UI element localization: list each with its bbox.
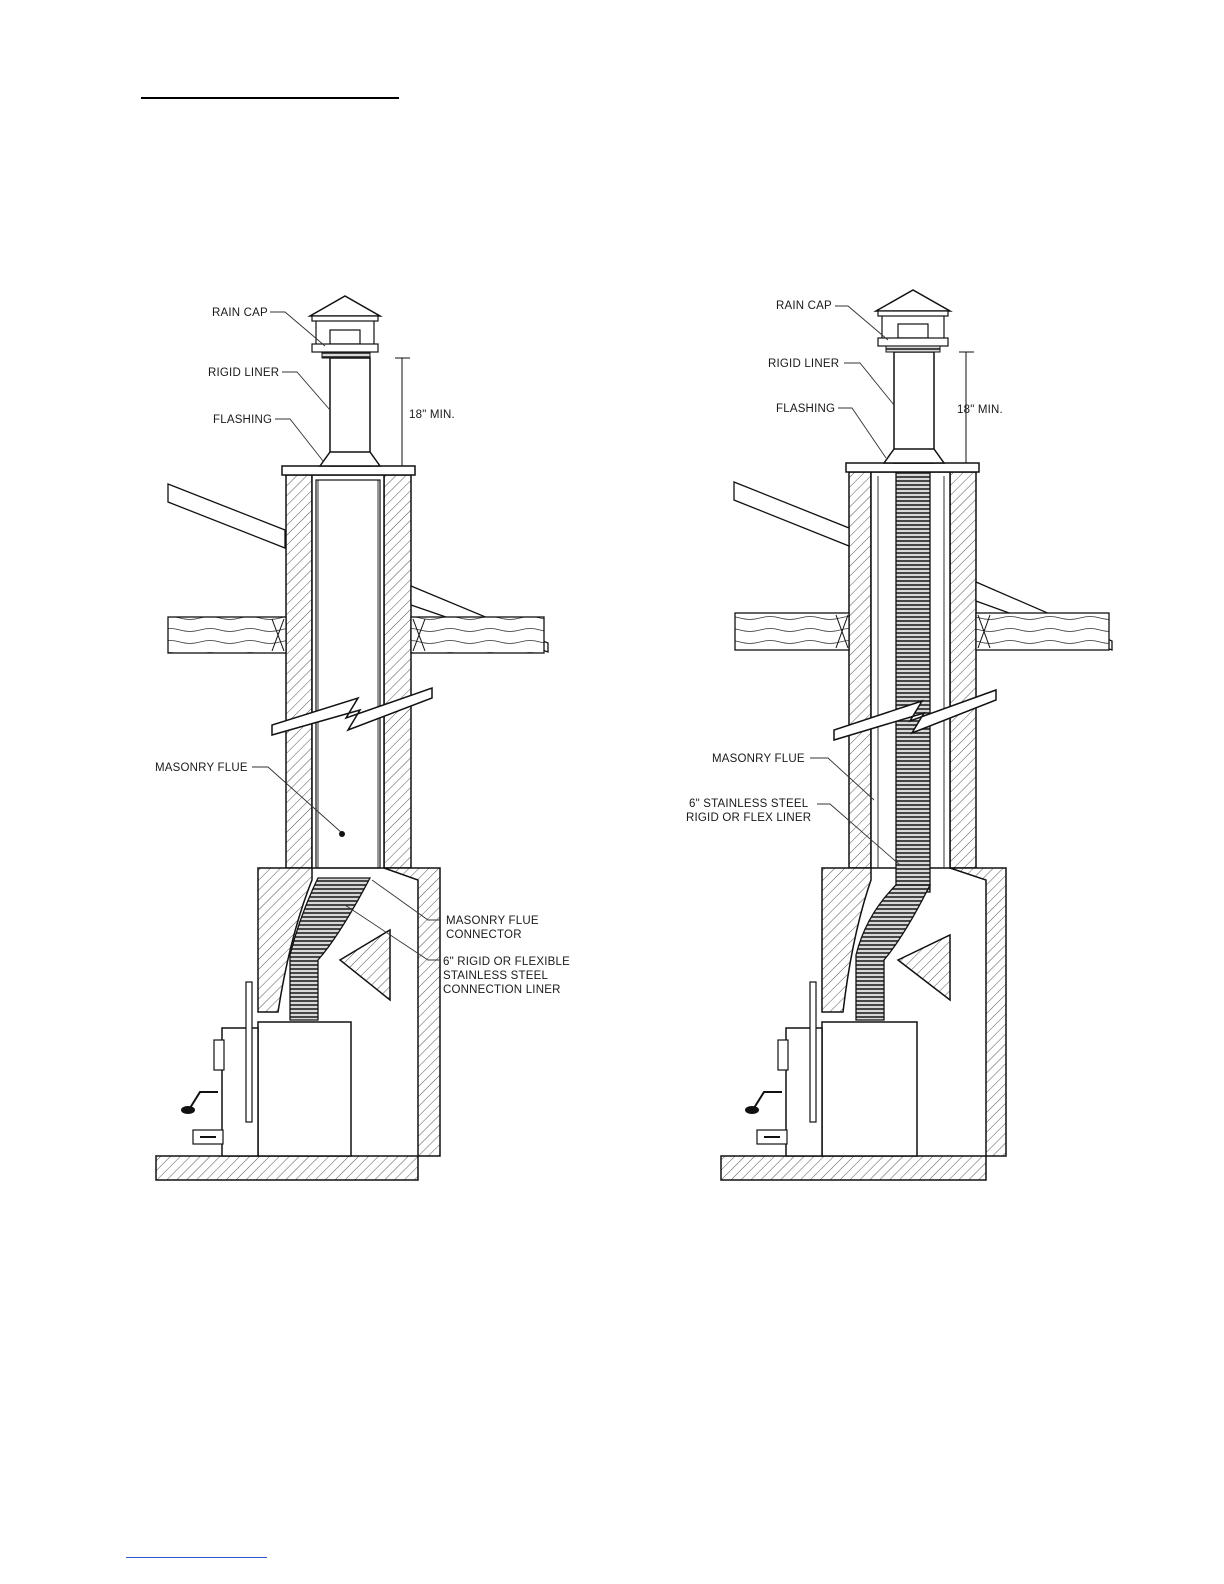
- label-rigid-liner: RIGID LINER: [208, 367, 279, 379]
- stainless-steel-liner: [896, 472, 930, 892]
- chimney-wall-right: [950, 472, 976, 868]
- floor-joist-left: [735, 613, 849, 650]
- label-clearance: 18" MIN.: [957, 404, 1003, 416]
- label-connector-line2: CONNECTOR: [446, 929, 522, 941]
- rigid-liner-pipe: [894, 352, 934, 463]
- chimney-wall-left: [286, 475, 312, 868]
- rain-cap-icon: [310, 296, 380, 358]
- rain-cap-icon: [876, 290, 950, 352]
- chimney-crown: [282, 466, 415, 475]
- label-rigid-liner: RIGID LINER: [768, 358, 839, 370]
- chimney-wall-right: [384, 475, 411, 868]
- label-masonry-flue: MASONRY FLUE: [712, 753, 805, 765]
- floor-joist-right: [976, 613, 1109, 650]
- chimney-back-wall: [384, 868, 440, 1156]
- leader-rigid-liner: [844, 363, 894, 405]
- leader-rigid-liner: [282, 372, 330, 410]
- label-flashing: FLASHING: [776, 403, 835, 415]
- smoke-shelf: [898, 935, 950, 1000]
- label-conn-liner-line1: 6" RIGID OR FLEXIBLE: [443, 956, 570, 968]
- label-connector-line1: MASONRY FLUE: [446, 915, 539, 927]
- masonry-flue-tiles: [312, 475, 384, 868]
- smoke-shelf: [340, 930, 390, 1000]
- roof-rafter-left: [168, 484, 285, 548]
- label-rain-cap: RAIN CAP: [776, 300, 832, 312]
- label-clearance: 18" MIN.: [409, 409, 455, 421]
- floor-slab: [156, 1156, 418, 1180]
- leader-flashing: [838, 408, 886, 458]
- roof-rafter-left: [734, 482, 849, 546]
- floor-joist-right: [411, 617, 544, 653]
- chimney-back-wall: [950, 868, 1006, 1156]
- flashing: [320, 452, 380, 466]
- label-ss-liner-line1: 6" STAINLESS STEEL: [689, 798, 809, 810]
- label-ss-liner-line2: RIGID OR FLEX LINER: [686, 812, 811, 824]
- label-flashing: FLASHING: [213, 414, 272, 426]
- chimney-crown: [846, 463, 979, 472]
- floor-slab: [721, 1156, 986, 1180]
- diagram-left: RAIN CAP RIGID LINER FLASHING 18" MIN. M…: [155, 296, 570, 1180]
- leader-flashing: [275, 419, 323, 461]
- floor-joist-left: [168, 617, 286, 653]
- chimney-wall-left: [849, 472, 871, 868]
- flashing: [884, 449, 944, 463]
- footer-link-underline: [126, 1557, 267, 1558]
- label-masonry-flue: MASONRY FLUE: [155, 762, 248, 774]
- label-conn-liner-line2: STAINLESS STEEL: [443, 970, 548, 982]
- label-rain-cap: RAIN CAP: [212, 307, 268, 319]
- diagram-right: RAIN CAP RIGID LINER FLASHING 18" MIN. M…: [686, 290, 1112, 1180]
- label-conn-liner-line3: CONNECTION LINER: [443, 984, 561, 996]
- rigid-liner-pipe: [330, 358, 370, 466]
